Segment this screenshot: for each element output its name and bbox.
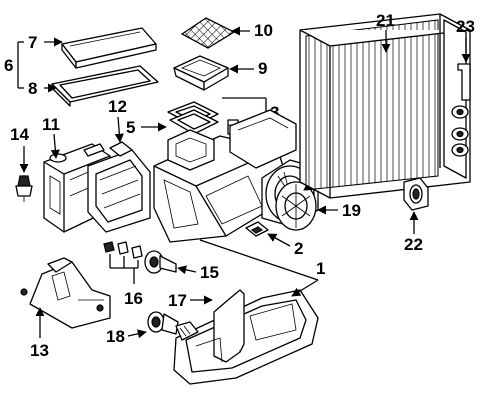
valve-part [144,250,177,274]
leader-2 [267,233,291,247]
callout-22: 22 [404,235,423,254]
callout-23: 23 [456,17,475,36]
callout-18: 18 [106,327,125,346]
leader-1b [199,239,319,281]
callout-5: 5 [126,118,135,137]
callout-17: 17 [168,291,187,310]
blower-fan-part [275,181,317,231]
bracket-6 [17,41,24,89]
lower-duct-part [20,257,111,329]
heater-case-part [153,109,297,243]
leader-1 [291,279,319,297]
clip-part [15,175,33,202]
callout-14: 14 [10,125,29,144]
inlet-frame-part [167,101,219,135]
callout-11: 11 [42,115,60,134]
callout-10: 10 [254,21,273,40]
callout-16: 16 [124,289,143,308]
filter-frame-part [51,65,159,107]
lower-case-part [173,289,319,385]
seal-part [403,177,429,211]
bracket-16 [109,254,139,284]
callout-6: 6 [4,56,13,75]
heater-core-part [87,141,151,233]
filter-cover-part [61,27,157,69]
callout-13: 13 [30,341,49,360]
leader-18 [127,329,147,339]
callout-9: 9 [258,59,267,78]
resistor-part [245,221,269,237]
callout-8: 8 [28,79,37,98]
radiator-part [299,13,471,199]
core-clip-part [457,63,471,101]
callout-7: 7 [28,33,37,52]
connector-part [103,241,143,259]
callout-15: 15 [200,263,219,282]
screen-part [180,17,236,49]
callout-21: 21 [376,11,395,30]
callout-19: 19 [342,201,361,220]
leader-12 [114,116,124,143]
callout-1: 1 [316,259,325,278]
callout-12: 12 [108,97,127,116]
leader-11 [50,133,60,159]
leader-15 [177,265,197,275]
callout-2: 2 [294,239,303,258]
filter-tray-part [173,55,229,91]
hose-part [147,311,199,341]
